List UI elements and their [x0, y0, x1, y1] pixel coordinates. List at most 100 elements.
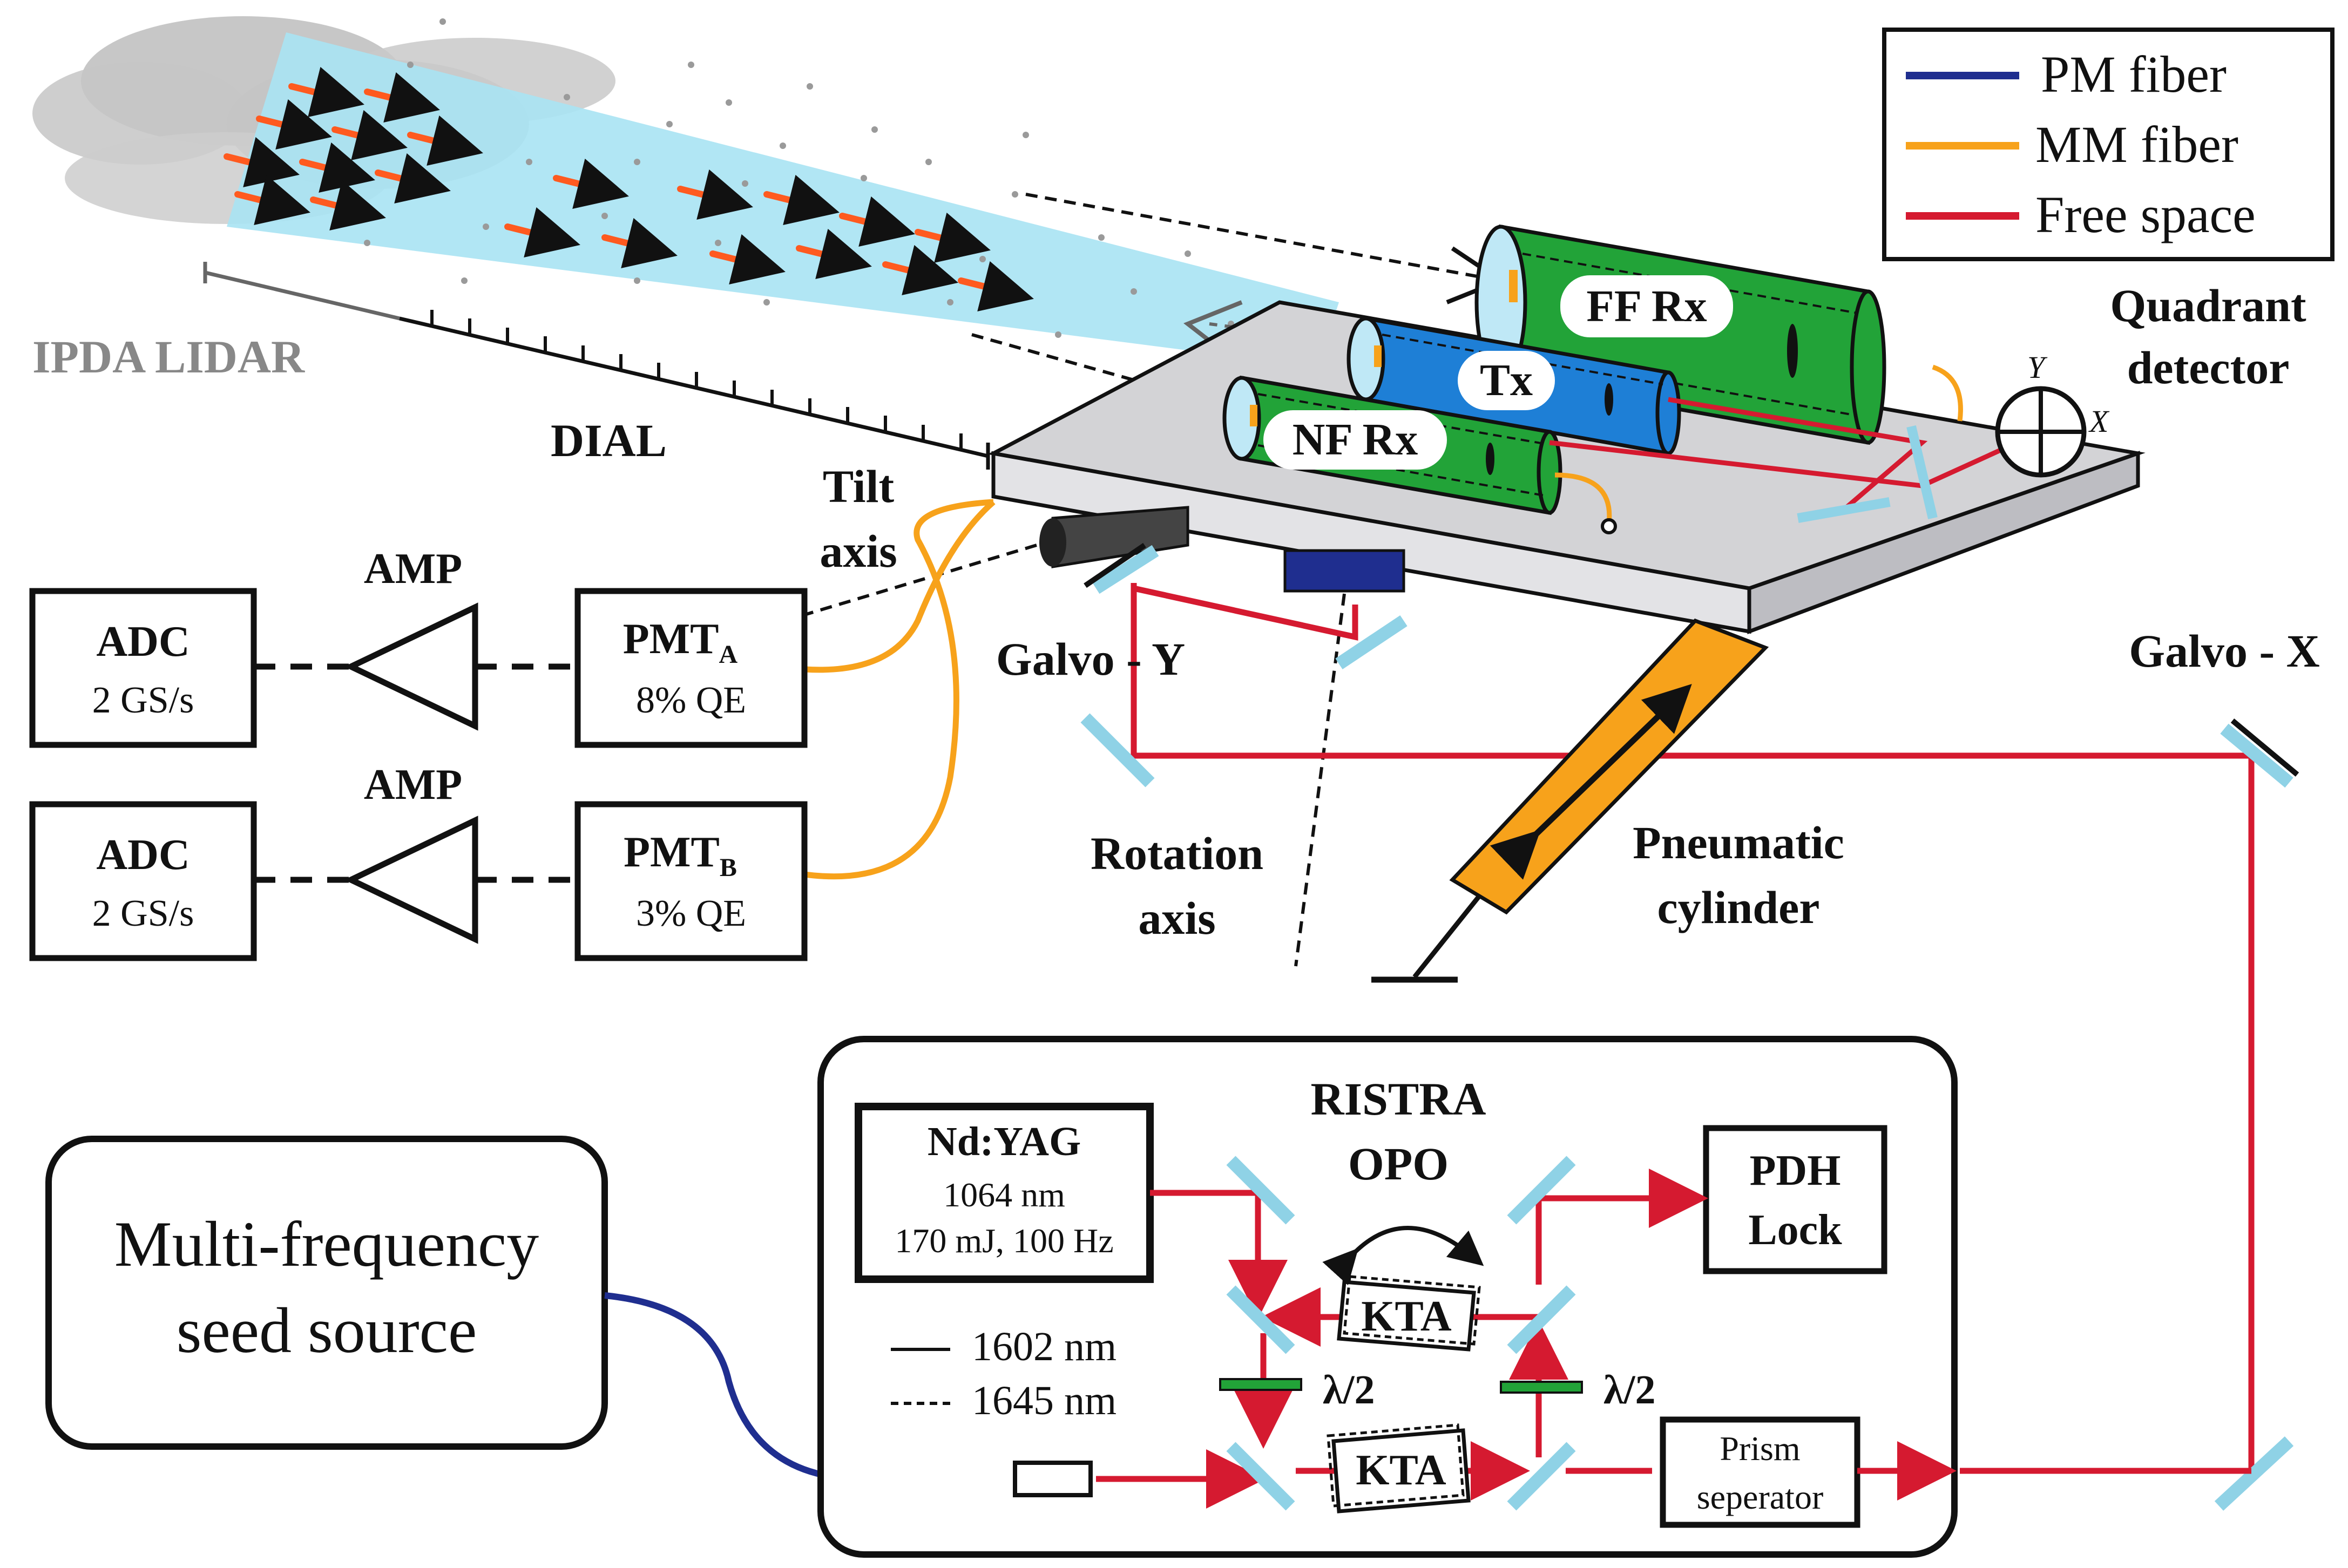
adc-b-box — [29, 801, 257, 961]
pneumatic-rod — [1412, 894, 1481, 979]
legend-free-space-label: Free space — [2035, 186, 2256, 243]
galvo-x-label: Galvo - X — [2129, 625, 2320, 677]
galvo-y-mirror — [1092, 545, 1159, 594]
half-wave-label-left: λ/2 — [1323, 1367, 1375, 1413]
half-wave-plate-right — [1500, 1381, 1583, 1394]
opo-title-2: OPO — [1348, 1138, 1449, 1190]
galvo-x-mirror-back — [2230, 718, 2299, 777]
mm-fiber-a — [804, 499, 996, 673]
lower-left-mirror — [1080, 713, 1155, 788]
tx-label-bg — [1458, 351, 1555, 410]
kta-rotation-arc — [1322, 1226, 1484, 1286]
prism-label-1: Prism — [1720, 1429, 1800, 1468]
opo-title-1: RISTRA — [1311, 1073, 1486, 1125]
adc-a-box — [29, 588, 257, 748]
legend-pm-fiber-label: PM fiber — [2041, 45, 2227, 103]
legend-mm-fiber-label: MM fiber — [2035, 116, 2238, 173]
amp-a-triangle — [344, 602, 478, 731]
galvo-y-upper-path — [1133, 585, 1358, 641]
ndyag-line2: 170 mJ, 100 Hz — [895, 1221, 1113, 1260]
kta-crystal-2 — [1327, 1423, 1471, 1513]
dial-label: DIAL — [551, 415, 667, 466]
pdh-lock-label-2: Lock — [1748, 1206, 1842, 1254]
nf-rx-label-bg — [1263, 410, 1447, 470]
nf-mm-fiber-stub — [1554, 472, 1612, 524]
ff-rx-label-bg — [1560, 275, 1733, 337]
pdh-lock-label-1: PDH — [1750, 1147, 1841, 1194]
pneumatic-label-1: Pneumatic — [1633, 817, 1844, 868]
quadrant-label-1: Quadrant — [2110, 280, 2306, 331]
pneumatic-arrow — [1490, 684, 1692, 880]
fiber-isolator — [1013, 1461, 1093, 1497]
quadrant-detector — [1995, 386, 2087, 478]
platform-free-space-path-2 — [1668, 397, 1928, 510]
pmt-b-title-text: PMT — [624, 829, 720, 876]
signal-cables — [254, 663, 578, 883]
ndyag-box — [855, 1103, 1154, 1283]
pneumatic-label-2: cylinder — [1657, 881, 1820, 933]
tilt-platform-side — [1747, 451, 2140, 635]
mm-fiber-b — [804, 499, 994, 880]
pmt-a-subscript: A — [719, 640, 738, 669]
tx-label: Tx — [1480, 355, 1533, 405]
seed-source-box — [45, 1136, 608, 1450]
galvo-y-label: Galvo - Y — [996, 633, 1185, 685]
wl-dashed-label: 1645 nm — [972, 1378, 1117, 1423]
adc-b-title: ADC — [96, 831, 190, 879]
half-wave-label-right: λ/2 — [1603, 1367, 1655, 1413]
prism-label-2: seperator — [1697, 1478, 1824, 1516]
wl-solid-label: 1602 nm — [972, 1324, 1117, 1369]
quadrant-y-label: Y — [2027, 350, 2048, 385]
ipda-lidar-label: IPDA LIDAR — [32, 331, 305, 383]
pmt-b-subscript: B — [720, 853, 737, 882]
tilt-axis-label-2: axis — [820, 525, 897, 577]
pm-fiber — [604, 1292, 1015, 1482]
range-ruler — [203, 262, 990, 470]
galvo-y-mirror-back — [1084, 542, 1146, 588]
pmt-b-qe: 3% QE — [636, 893, 746, 934]
kta-label-1: KTA — [1361, 1293, 1452, 1340]
ndyag-line1: 1064 nm — [943, 1176, 1065, 1214]
tilt-axis-label-1: Tilt — [823, 460, 895, 512]
dial-ticks — [430, 310, 963, 450]
quadrant-x-label: X — [2088, 404, 2110, 439]
ndyag-title: Nd:YAG — [928, 1119, 1081, 1164]
rotation-axis-label-1: Rotation — [1091, 827, 1263, 879]
tilt-axis-cone-face — [1039, 518, 1066, 567]
nf-fiber-connector — [1601, 518, 1617, 534]
pmt-b-title: PMTB — [624, 829, 737, 882]
rotation-axis-line — [1294, 593, 1346, 967]
rotation-axis-label-2: axis — [1138, 892, 1215, 944]
adc-a-rate: 2 GS/s — [92, 680, 194, 721]
bottom-right-mirror — [2214, 1436, 2294, 1511]
tilt-axis-cone — [1051, 506, 1189, 568]
pmt-a-qe: 8% QE — [636, 680, 746, 721]
nf-rx-label: NF Rx — [1293, 415, 1418, 465]
tilt-axis-line — [766, 544, 1037, 628]
half-wave-plate-left — [1219, 1378, 1302, 1391]
rotation-mirror — [1335, 615, 1408, 669]
rotation-motor — [1283, 549, 1405, 593]
pmt-b-box — [574, 801, 808, 961]
amp-b-label: AMP — [364, 761, 462, 809]
kta-label-2: KTA — [1356, 1447, 1446, 1494]
adc-a-title: ADC — [96, 618, 190, 666]
seed-source-label-2: seed source — [177, 1294, 477, 1366]
platform-mirror-2 — [1797, 497, 1891, 523]
galvo-y-free-space-path — [1131, 583, 2255, 1474]
opo-mirrors — [1226, 1156, 1576, 1511]
quadrant-label-2: detector — [2127, 342, 2290, 393]
wind-arrows — [224, 66, 1034, 312]
pmt-a-title-text: PMT — [623, 615, 719, 663]
ff-rx-label: FF Rx — [1586, 281, 1707, 331]
pmt-a-box — [574, 588, 808, 748]
amp-b-triangle — [344, 816, 478, 944]
seed-source-label-1: Multi-frequency — [114, 1208, 539, 1280]
amp-a-label: AMP — [364, 545, 462, 593]
adc-b-rate: 2 GS/s — [92, 893, 194, 934]
ff-mm-fiber-stub — [1932, 364, 1963, 422]
pmt-a-title: PMTA — [623, 615, 738, 669]
platform-mirror-1 — [1906, 425, 1938, 520]
pdh-lock-box — [1703, 1125, 1887, 1274]
